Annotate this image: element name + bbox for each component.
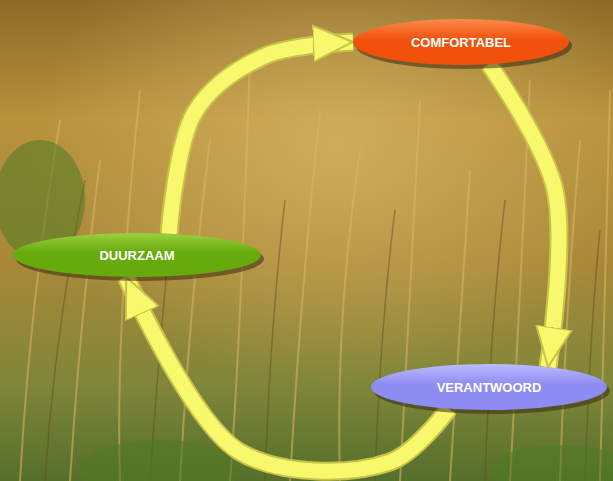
ellipse-node: VERANTWOORD (370, 363, 608, 411)
arrow-outline (169, 42, 353, 234)
arrow-body (169, 42, 353, 234)
cycle-arrow (489, 64, 559, 367)
node-label: COMFORTABEL (411, 35, 511, 50)
node-label: VERANTWOORD (437, 380, 542, 395)
ellipse-node: DUURZAAM (12, 232, 262, 278)
arrow-body (489, 64, 559, 367)
node-label: DUURZAAM (99, 248, 174, 263)
ellipse-node: COMFORTABEL (352, 18, 570, 66)
arrow-outline (489, 64, 559, 367)
cycle-arrow (169, 42, 353, 234)
